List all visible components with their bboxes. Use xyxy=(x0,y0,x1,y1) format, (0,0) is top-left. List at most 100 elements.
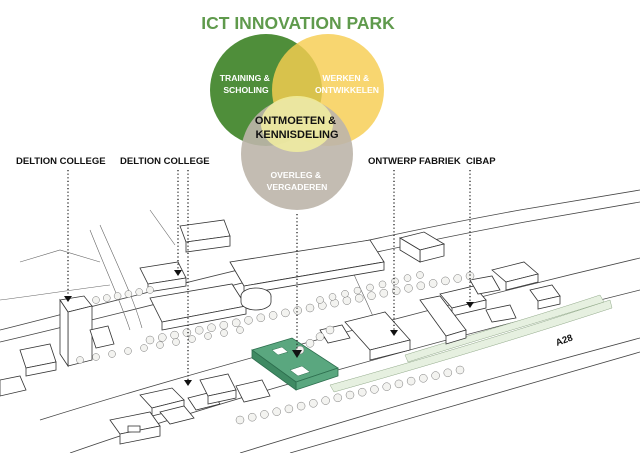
tree xyxy=(305,339,315,348)
building xyxy=(537,295,561,310)
site-building xyxy=(251,349,297,391)
building xyxy=(159,405,195,425)
tree xyxy=(353,286,362,295)
arrow-down-icon xyxy=(64,296,72,302)
hedge xyxy=(329,299,613,393)
tree xyxy=(103,294,111,302)
tree xyxy=(247,412,257,422)
tree xyxy=(333,393,343,403)
innovation-park-site xyxy=(251,337,339,391)
arrow-down-icon xyxy=(184,380,192,386)
tree xyxy=(391,277,399,286)
tree xyxy=(379,288,389,298)
tree xyxy=(76,356,84,364)
tree xyxy=(406,376,416,386)
tree xyxy=(172,338,180,346)
tree xyxy=(370,385,379,394)
tree xyxy=(328,293,337,301)
tree xyxy=(124,290,133,298)
road-label-a28: A28 xyxy=(554,333,574,349)
tree xyxy=(455,365,465,375)
tree xyxy=(145,335,155,345)
tree xyxy=(207,323,216,332)
label-training: TRAINING & SCHOLING xyxy=(220,73,273,95)
building xyxy=(25,361,57,377)
tree xyxy=(404,284,413,293)
building xyxy=(185,235,231,253)
tree xyxy=(441,276,450,286)
tree xyxy=(305,303,315,313)
tree xyxy=(316,296,324,304)
tree xyxy=(260,410,269,419)
building xyxy=(240,296,272,311)
tree xyxy=(296,401,306,411)
hedge xyxy=(404,294,605,363)
tree xyxy=(293,306,302,315)
label-deltion-college-2: DELTION COLLEGE xyxy=(120,156,210,167)
tree xyxy=(92,296,100,304)
road-line xyxy=(0,189,640,331)
tree xyxy=(325,325,335,335)
tree xyxy=(92,353,100,361)
tree xyxy=(124,347,132,355)
building xyxy=(399,237,421,263)
tree xyxy=(281,308,290,318)
label-cibap: CIBAP xyxy=(466,156,496,167)
tree xyxy=(419,374,428,383)
tree xyxy=(284,404,294,414)
tree xyxy=(431,371,440,380)
tree xyxy=(235,415,245,425)
tree xyxy=(140,344,148,352)
tree xyxy=(219,320,229,330)
tree xyxy=(345,390,355,400)
building xyxy=(469,275,501,295)
tree xyxy=(428,279,438,288)
tree xyxy=(315,332,325,341)
tree xyxy=(394,379,404,389)
arrow-down-icon xyxy=(174,270,182,276)
tree xyxy=(321,396,330,405)
tree xyxy=(366,283,374,292)
tree xyxy=(342,296,352,305)
arrow-down-icon xyxy=(292,350,302,358)
circle-center xyxy=(261,96,333,152)
buildings xyxy=(0,219,561,445)
road-line xyxy=(0,284,111,301)
tree xyxy=(135,288,143,296)
tree xyxy=(204,332,212,340)
building xyxy=(0,375,27,397)
tree xyxy=(256,313,266,323)
road-line xyxy=(149,209,176,246)
building xyxy=(207,389,237,405)
tree xyxy=(170,330,179,340)
tree xyxy=(158,333,167,342)
building xyxy=(119,425,161,445)
tree xyxy=(341,290,349,298)
tree xyxy=(113,292,122,300)
tree xyxy=(268,311,278,320)
venn-diagram: TRAINING & SCHOLING WERKEN & ONTWIKKELEN… xyxy=(210,34,384,210)
building xyxy=(89,325,115,349)
label-center: ONTMOETEN & KENNISDELING xyxy=(255,115,339,141)
arrow-down-icon xyxy=(466,302,474,308)
building xyxy=(485,304,517,323)
road-line xyxy=(89,229,131,331)
trees xyxy=(76,271,475,425)
tree xyxy=(403,274,412,282)
tree xyxy=(416,271,424,279)
tree xyxy=(382,382,391,391)
tree xyxy=(146,286,154,294)
building xyxy=(369,339,411,361)
building xyxy=(319,324,351,344)
building xyxy=(59,298,69,368)
tree xyxy=(378,280,387,289)
tree xyxy=(309,399,318,408)
road-line xyxy=(99,224,143,329)
building xyxy=(505,273,539,291)
diagram-title: ICT INNOVATION PARK xyxy=(201,13,395,33)
tree xyxy=(416,281,426,291)
tree xyxy=(244,316,253,325)
callouts: DELTION COLLEGE DELTION COLLEGE ONTWERP … xyxy=(16,156,496,386)
arrow-down-icon xyxy=(390,330,398,336)
